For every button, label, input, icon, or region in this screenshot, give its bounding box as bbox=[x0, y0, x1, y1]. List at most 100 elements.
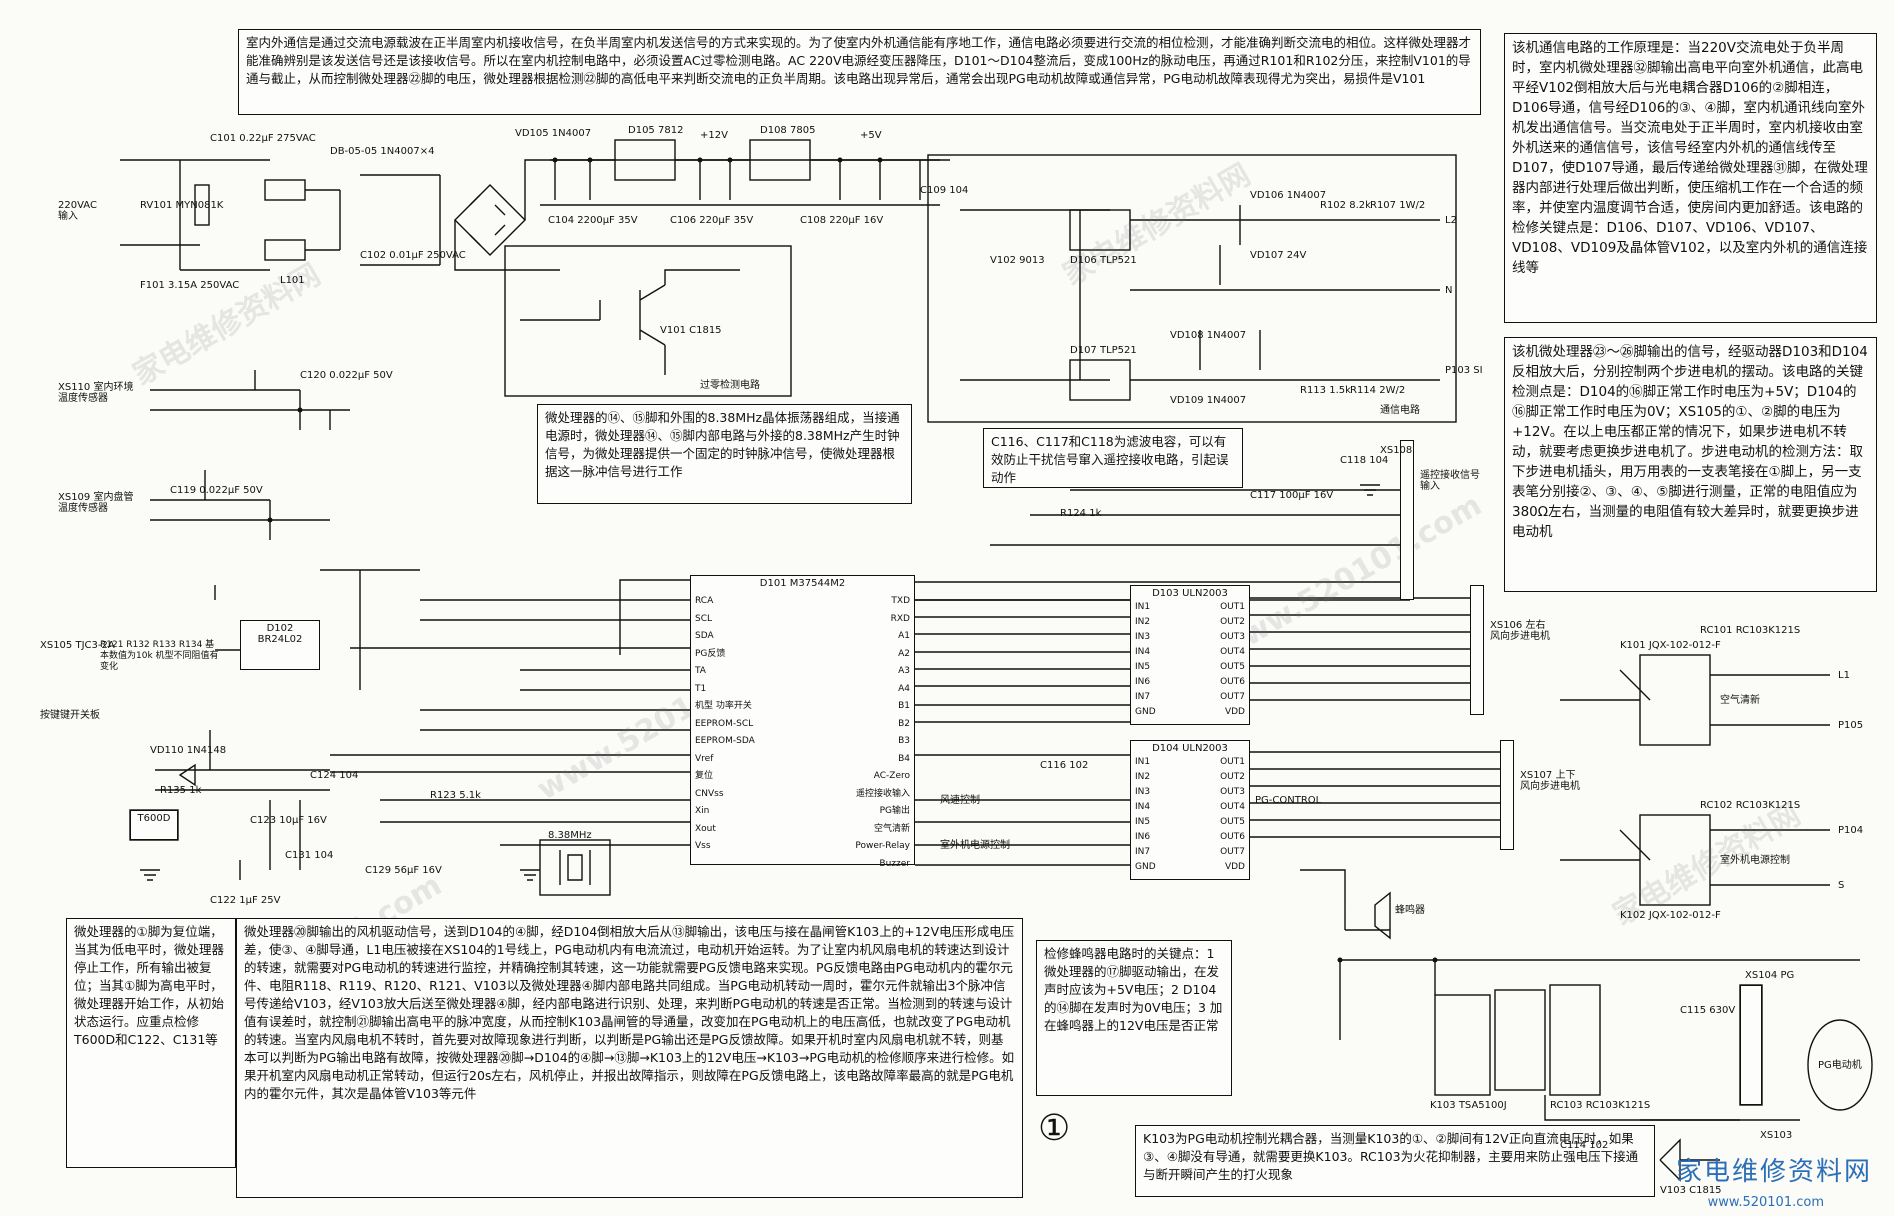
pin-label: A3 bbox=[898, 666, 910, 676]
pin-label: RCA bbox=[695, 596, 714, 606]
label-rv101: RV101 MYN081K bbox=[140, 200, 224, 211]
label-rc102: RC102 RC103K121S bbox=[1700, 800, 1801, 811]
brand-logo: 家电维修资料网 bbox=[1675, 1157, 1872, 1187]
pin-label: PG反馈 bbox=[695, 648, 726, 659]
pin-label: 复位 bbox=[695, 771, 714, 781]
note-buzzer: 检修蜂鸣器电路时的关键点：1 微处理器的⑰脚驱动输出，在发声时应该为+5V电压；… bbox=[1036, 940, 1232, 1096]
label-c106: C106 220μF 35V bbox=[670, 215, 754, 226]
ic-part: M37544M2 bbox=[789, 578, 846, 589]
label-vd110: VD110 1N4148 bbox=[150, 745, 227, 756]
label-crystal: 8.38MHz bbox=[548, 830, 592, 841]
label-buzzer: 蜂鸣器 bbox=[1395, 905, 1425, 916]
pin-label: IN7 bbox=[1135, 692, 1151, 702]
label-ac-detect: 过零检测电路 bbox=[700, 380, 760, 391]
label-xs103: XS103 bbox=[1760, 1130, 1793, 1141]
pin-label: OUT3 bbox=[1220, 787, 1245, 797]
label-c109: C109 104 bbox=[920, 185, 969, 196]
label-sw: 按键键开关板 bbox=[40, 710, 100, 721]
label-xs106: XS106 左右风向步进电机 bbox=[1490, 620, 1550, 642]
label-c123: C123 10μF 16V bbox=[250, 815, 327, 826]
label-n: N bbox=[1445, 285, 1453, 296]
label-plus5: +5V bbox=[860, 130, 882, 141]
pin-label: IN3 bbox=[1135, 787, 1151, 797]
pin-label: IN6 bbox=[1135, 677, 1151, 687]
pin-label: AC-Zero bbox=[873, 771, 910, 781]
label-c119: C119 0.022μF 50V bbox=[170, 485, 263, 496]
pin-label: OUT1 bbox=[1220, 602, 1245, 612]
note-reset: 微处理器的①脚为复位端，当其为低电平时，微处理器停止工作，所有输出被复位；当其①… bbox=[66, 918, 236, 1168]
label-c122: C122 1μF 25V bbox=[210, 895, 281, 906]
pin-label: 遥控接收输入 bbox=[855, 788, 910, 799]
label-v103: V103 C1815 bbox=[1660, 1185, 1722, 1196]
ic-name: T600D bbox=[137, 813, 171, 824]
label-rc101: RC101 RC103K121S bbox=[1700, 625, 1801, 636]
pin-label: GND bbox=[1135, 707, 1156, 717]
pin-label: Vref bbox=[695, 753, 714, 764]
ic-part: BR24L02 bbox=[257, 634, 303, 645]
pin-label: OUT5 bbox=[1220, 662, 1245, 672]
label-r135: R135 1k bbox=[160, 785, 202, 796]
note-crystal: 微处理器的⑭、⑮脚和外围的8.38MHz晶体振荡器组成，当接通电源时，微处理器⑭… bbox=[537, 404, 912, 504]
pin-label: CNVss bbox=[695, 788, 724, 799]
note-pg-motor: 微处理器⑳脚输出的风机驱动信号，送到D104的④脚，经D104倒相放大后从⑬脚输… bbox=[236, 918, 1023, 1198]
note-k103: K103为PG电动机控制光耦合器，当测量K103的①、②脚间有12V正向直流电压… bbox=[1135, 1125, 1655, 1197]
label-vd106: VD106 1N4007 bbox=[1250, 190, 1327, 201]
pin-label: B1 bbox=[898, 701, 910, 711]
label-k101: K101 JQX-102-012-F bbox=[1620, 640, 1721, 651]
pin-label: Xout bbox=[695, 823, 716, 834]
pin-label: SCL bbox=[695, 613, 713, 624]
pin-label: IN5 bbox=[1135, 817, 1151, 827]
pin-label: IN4 bbox=[1135, 647, 1151, 657]
label-s: S bbox=[1838, 880, 1845, 891]
label-outdoor-ctrl: 室外机电源控制 bbox=[940, 840, 1010, 851]
label-p103: P103 SI bbox=[1445, 365, 1483, 376]
label-xs109: XS109 室内盘管温度传感器 bbox=[58, 492, 134, 514]
pin-label: IN2 bbox=[1135, 772, 1151, 782]
pin-label: OUT2 bbox=[1220, 772, 1245, 782]
label-d107: D107 TLP521 bbox=[1070, 345, 1137, 356]
label-outdoor-power: 室外机电源控制 bbox=[1720, 855, 1790, 866]
label-v101: V101 C1815 bbox=[660, 325, 722, 336]
label-jumper-note: R121 R132 R133 R134 基本数值为10k 机型不同阻值有变化 bbox=[100, 640, 219, 672]
pin-label: VDD bbox=[1224, 707, 1245, 717]
ic-part: ULN2003 bbox=[1182, 743, 1228, 754]
note-stepper: 该机微处理器㉓～㉖脚输出的信号，经驱动器D103和D104反相放大后，分别控制两… bbox=[1504, 337, 1877, 592]
label-f101: F101 3.15A 250VAC bbox=[140, 280, 240, 291]
label-c118: C118 104 bbox=[1340, 455, 1389, 466]
pin-label: OUT6 bbox=[1220, 677, 1245, 687]
label-c124: C124 104 bbox=[310, 770, 359, 781]
label-c131: C131 104 bbox=[285, 850, 334, 861]
label-xs104: XS104 PG bbox=[1745, 970, 1795, 981]
label-k102: K102 JQX-102-012-F bbox=[1620, 910, 1721, 921]
label-c116: C116 102 bbox=[1040, 760, 1089, 771]
pin-label: SDA bbox=[695, 631, 714, 641]
pin-label: IN1 bbox=[1135, 602, 1151, 612]
pin-label: OUT2 bbox=[1220, 617, 1245, 627]
label-v102: V102 9013 bbox=[990, 255, 1045, 266]
pin-label: IN6 bbox=[1135, 832, 1151, 842]
brand-url: www.520101.com bbox=[1707, 1195, 1824, 1210]
connector-xs106 bbox=[1470, 585, 1484, 715]
pin-label: OUT1 bbox=[1220, 757, 1245, 767]
pin-label: RXD bbox=[890, 613, 910, 624]
label-vd108: VD108 1N4007 bbox=[1170, 330, 1247, 341]
ic-name: D102 bbox=[266, 623, 294, 634]
pin-label: IN4 bbox=[1135, 802, 1151, 812]
label-l101: L101 bbox=[280, 275, 305, 286]
label-xs107: XS107 上下风向步进电机 bbox=[1520, 770, 1580, 792]
label-l1: L1 bbox=[1838, 670, 1850, 681]
label-c117: C117 100μF 16V bbox=[1250, 490, 1334, 501]
label-comm-circuit: 通信电路 bbox=[1380, 405, 1420, 416]
pin-label: OUT6 bbox=[1220, 832, 1245, 842]
label-r113: R113 1.5k bbox=[1300, 385, 1351, 396]
pin-label: B3 bbox=[898, 736, 910, 746]
label-ac-input: 220VAC 输入 bbox=[58, 200, 97, 222]
pin-label: B2 bbox=[898, 718, 910, 729]
note-ac-zero: 室内外通信是通过交流电源载波在正半周室内机接收信号，在负半周室内机发送信号的方式… bbox=[238, 29, 1481, 115]
pin-label: B4 bbox=[898, 753, 910, 764]
pin-label: A1 bbox=[898, 631, 910, 641]
label-r107: R107 1W/2 bbox=[1370, 200, 1426, 211]
pin-label: TA bbox=[695, 666, 706, 676]
pin-label: OUT7 bbox=[1220, 847, 1245, 857]
